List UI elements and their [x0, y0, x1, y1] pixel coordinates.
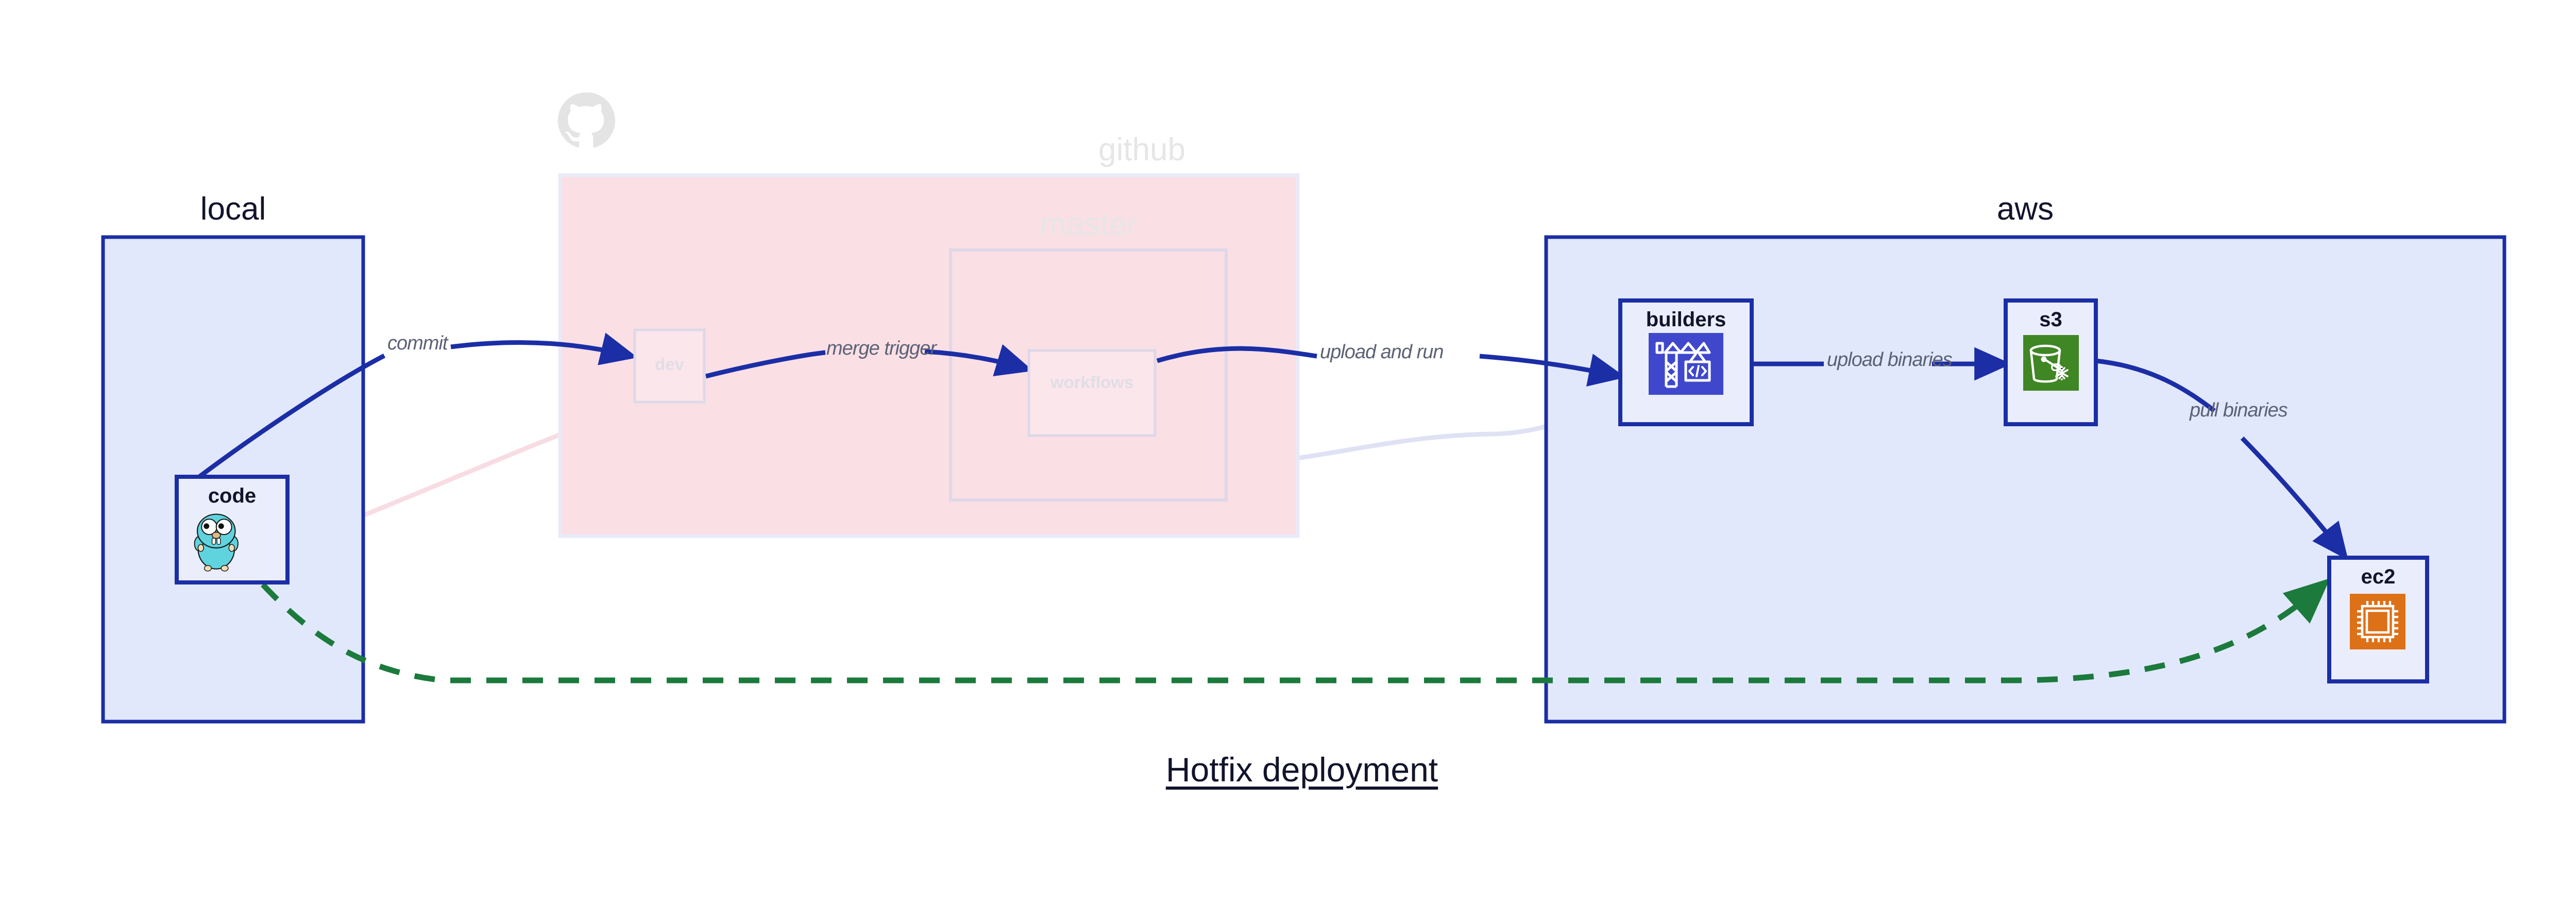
group-label-github: github [1098, 132, 1185, 168]
group-label-master: master [1040, 207, 1138, 242]
edge-label-commit: commit [387, 332, 448, 354]
edge-merge-trigger-b [924, 344, 1033, 377]
go-gopher-icon [194, 513, 239, 572]
node-box-dev[interactable] [633, 328, 706, 404]
diagram-title: Hotfix deployment [1165, 750, 1438, 789]
codebuild-crane-icon [1649, 333, 1723, 395]
node-label-s3: s3 [2039, 308, 2062, 331]
edge-label-pull-binaries: pull binaries [2190, 399, 2288, 421]
s3-bucket-icon [2023, 335, 2079, 391]
edge-pull-binaries-a [2095, 358, 2216, 413]
edge-merge-trigger-a [705, 350, 826, 379]
group-box-master [949, 248, 1228, 502]
edge-hotfix-dashed [260, 578, 2330, 683]
edge-label-upload-and-run: upload and run [1320, 341, 1444, 363]
ec2-cpu-icon [2350, 594, 2405, 649]
node-label-workflows: workflows [1050, 373, 1134, 392]
group-label-aws: aws [1996, 191, 2054, 227]
node-label-code: code [208, 485, 257, 507]
edge-pull-binaries-b [2240, 436, 2348, 560]
edge-label-merge-trigger: merge trigger [826, 338, 937, 359]
node-label-dev: dev [655, 355, 684, 374]
group-label-local: local [200, 191, 266, 227]
edge-commit-b [450, 332, 638, 365]
node-label-ec2: ec2 [2361, 565, 2396, 588]
node-label-builders: builders [1646, 308, 1726, 331]
node-box-workflows[interactable] [1027, 349, 1157, 437]
edge-label-upload-binaries: upload binaries [1827, 349, 1953, 371]
edge-upload-and-run-a [1156, 346, 1317, 363]
edge-commit-a [181, 354, 386, 492]
edge-upload-and-run-b [1479, 354, 1626, 387]
